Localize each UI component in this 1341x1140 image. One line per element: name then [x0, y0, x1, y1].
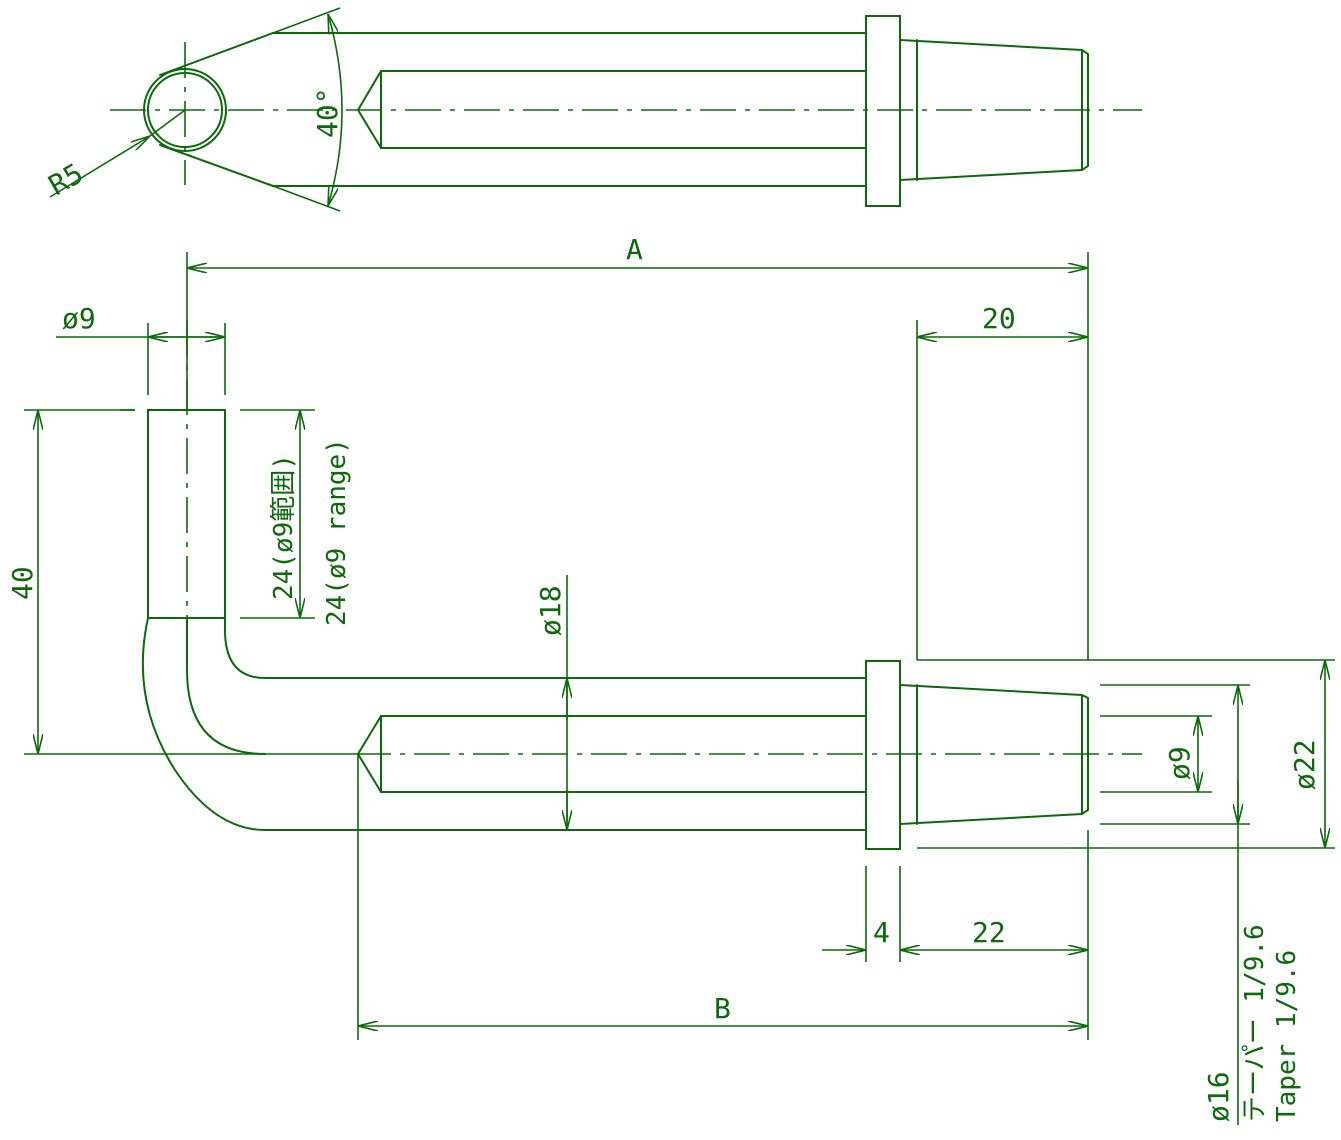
top-view: R5 40°	[43, 7, 1142, 212]
dim-a-label: A	[626, 233, 643, 266]
r5-leader	[49, 136, 150, 198]
phi16-label: ø16	[1202, 1071, 1235, 1122]
range-jp-label: 24(ø9範囲)	[269, 454, 299, 600]
side-view: A 20 ø9 40 24(ø9範囲) 24(ø9 range)	[6, 233, 1335, 1125]
dim-40-label: 40	[6, 566, 39, 600]
top-tangent-upper	[159, 32, 274, 76]
phi22-label: ø22	[1288, 739, 1321, 790]
phi9-right-label: ø9	[1163, 746, 1196, 780]
angle-40-label: 40°	[311, 87, 344, 138]
side-taper	[899, 684, 1089, 825]
bend-inner-outer	[224, 617, 867, 679]
angle-arc	[328, 14, 343, 206]
taper-jp-label: テーパー 1/9.6	[1240, 924, 1270, 1122]
top-flange	[865, 15, 901, 207]
dim-4-label: 4	[873, 916, 890, 949]
angle-ext-lower	[272, 185, 341, 212]
taper-en-label: Taper 1/9.6	[1272, 950, 1302, 1122]
side-flange	[865, 660, 901, 850]
dim-b-label: B	[714, 992, 731, 1025]
phi9-top-label: ø9	[62, 302, 96, 335]
r5-leader-ext	[149, 109, 186, 137]
top-taper	[899, 39, 1089, 181]
bend-center-arc	[186, 619, 266, 755]
phi18-label: ø18	[534, 585, 567, 636]
bend-outer	[141, 617, 867, 831]
eye-inner-circle	[147, 72, 223, 148]
top-bore	[356, 70, 867, 149]
eye-outer-circle	[143, 68, 227, 152]
handle-grip	[147, 409, 226, 619]
top-tangent-lower	[159, 144, 274, 187]
dim-20-label: 20	[982, 302, 1016, 335]
angle-ext-upper	[272, 7, 341, 34]
range-en-label: 24(ø9 range)	[322, 438, 352, 626]
dim-22-label: 22	[972, 916, 1006, 949]
r5-label: R5	[43, 157, 89, 202]
